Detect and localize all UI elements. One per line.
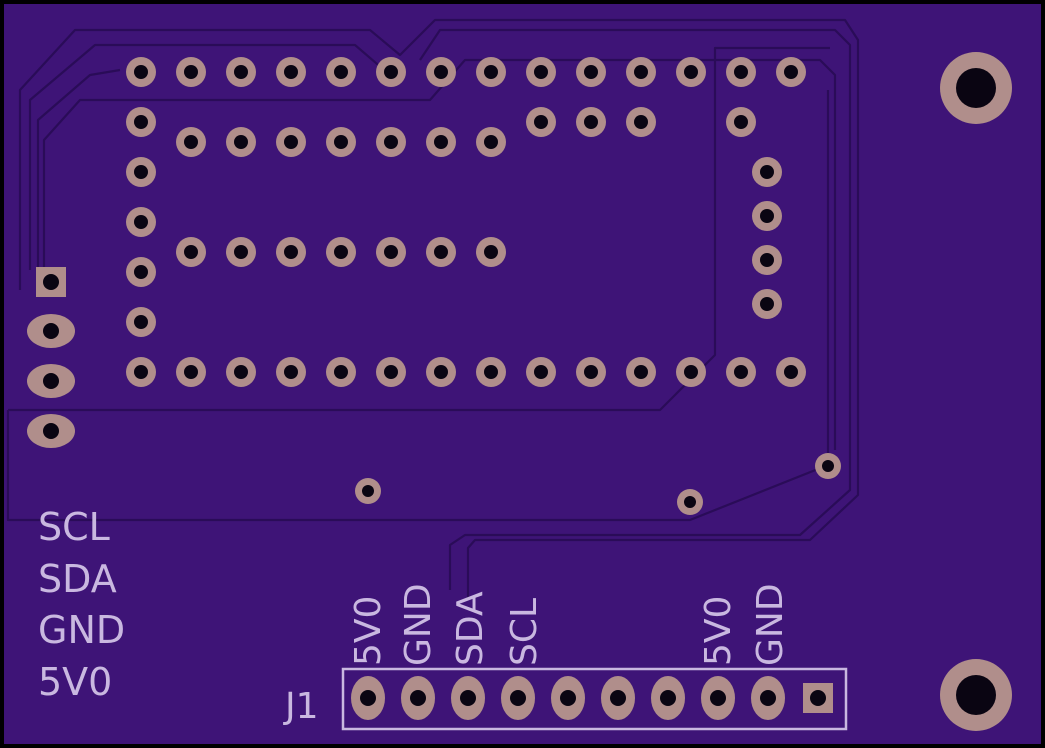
pad xyxy=(476,57,506,87)
mounting-hole-top-right xyxy=(940,52,1012,124)
pad xyxy=(752,245,782,275)
pad xyxy=(726,107,756,137)
trace xyxy=(36,68,121,270)
pad xyxy=(626,57,656,87)
pad xyxy=(476,357,506,387)
pad xyxy=(376,237,406,267)
connector-pin xyxy=(701,676,735,720)
pad xyxy=(376,357,406,387)
trace xyxy=(419,28,852,590)
pad xyxy=(126,257,156,287)
pad xyxy=(326,237,356,267)
via xyxy=(677,489,703,515)
pad xyxy=(126,307,156,337)
pad xyxy=(426,57,456,87)
connector-outline xyxy=(341,667,848,731)
pad xyxy=(126,107,156,137)
pad xyxy=(776,57,806,87)
pad xyxy=(626,107,656,137)
pad xyxy=(526,107,556,137)
silk-pin-label-5v0-2: 5V0 xyxy=(698,596,739,666)
via xyxy=(815,453,841,479)
trace xyxy=(28,43,391,270)
pad xyxy=(176,357,206,387)
pad xyxy=(176,127,206,157)
pad xyxy=(176,57,206,87)
pad xyxy=(276,127,306,157)
silk-pin-label-scl: SCL xyxy=(504,598,545,666)
pad xyxy=(226,57,256,87)
pad xyxy=(126,207,156,237)
pad xyxy=(226,127,256,157)
connector-pin xyxy=(751,676,785,720)
pad xyxy=(426,237,456,267)
silk-label-sda: SDA xyxy=(38,557,117,601)
pad xyxy=(776,357,806,387)
pad xyxy=(752,201,782,231)
via xyxy=(355,478,381,504)
pad xyxy=(376,127,406,157)
trace xyxy=(18,18,860,600)
left-header-pin xyxy=(27,414,75,448)
pad xyxy=(476,127,506,157)
connector-pin xyxy=(551,676,585,720)
connector-pin xyxy=(501,676,535,720)
pad xyxy=(226,357,256,387)
pad xyxy=(576,57,606,87)
silk-pin-label-gnd: GND xyxy=(398,583,439,666)
connector-pin xyxy=(401,676,435,720)
pad xyxy=(276,237,306,267)
pad xyxy=(326,57,356,87)
pad xyxy=(426,127,456,157)
silk-label-gnd: GND xyxy=(38,608,125,652)
silk-pin-label-sda: SDA xyxy=(450,591,491,666)
left-header-pin xyxy=(27,364,75,398)
left-header-pin-1-square-pad xyxy=(36,267,66,297)
pad xyxy=(526,57,556,87)
pad xyxy=(576,107,606,137)
trace xyxy=(6,410,829,522)
pad xyxy=(752,289,782,319)
pad xyxy=(726,57,756,87)
left-header-pin xyxy=(27,314,75,348)
pad xyxy=(126,357,156,387)
pad xyxy=(576,357,606,387)
silk-label-scl: SCL xyxy=(38,505,110,549)
pad xyxy=(676,357,706,387)
pad xyxy=(426,357,456,387)
pad xyxy=(326,357,356,387)
connector-pin xyxy=(651,676,685,720)
connector-ref-label: J1 xyxy=(283,686,319,727)
connector-pin xyxy=(351,676,385,720)
pad xyxy=(226,237,256,267)
pad xyxy=(276,57,306,87)
pad xyxy=(326,127,356,157)
pad xyxy=(126,157,156,187)
pad xyxy=(476,237,506,267)
connector-pin xyxy=(451,676,485,720)
pad xyxy=(276,357,306,387)
trace xyxy=(8,46,830,412)
pad xyxy=(676,57,706,87)
silk-label-5v0: 5V0 xyxy=(38,660,112,704)
silk-pin-label-5v0: 5V0 xyxy=(348,596,389,666)
connector-pin xyxy=(601,676,635,720)
copper-traces xyxy=(6,18,860,600)
pads-layer xyxy=(27,57,841,720)
pad xyxy=(626,357,656,387)
pad xyxy=(376,57,406,87)
pad xyxy=(526,357,556,387)
pad xyxy=(176,237,206,267)
connector-pin-1-square-pad xyxy=(803,683,833,713)
pad xyxy=(126,57,156,87)
pad xyxy=(726,357,756,387)
mounting-hole-bottom-right xyxy=(940,659,1012,731)
pad xyxy=(752,157,782,187)
silk-pin-label-gnd-2: GND xyxy=(750,583,791,666)
